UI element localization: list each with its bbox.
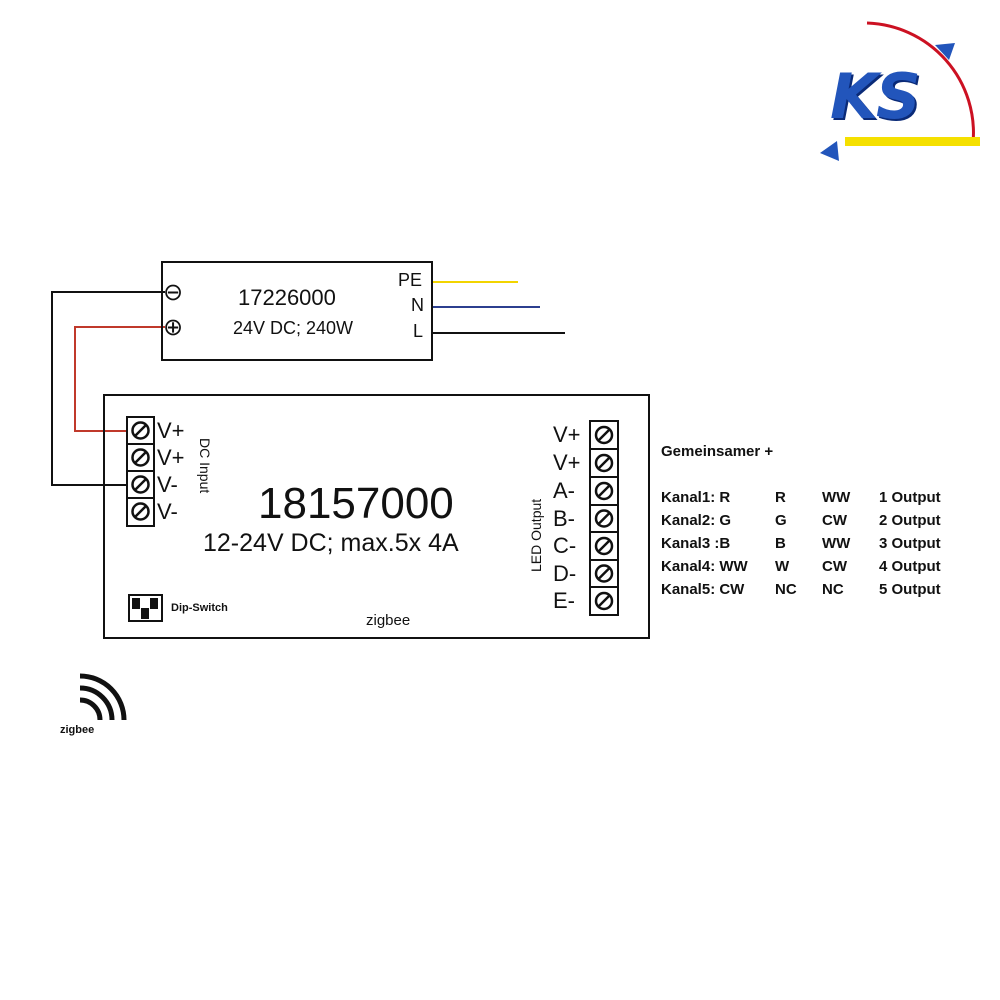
dip-switch-icon: [128, 594, 163, 622]
screw-icon: [594, 536, 614, 556]
table-cell: R: [775, 489, 786, 506]
table-cell: Kanal4: WW: [661, 558, 748, 575]
controller-model: 18157000: [258, 479, 454, 528]
table-cell: Kanal1: R: [661, 489, 731, 506]
input-terminal-label: V+: [157, 418, 185, 443]
table-cell: CW: [822, 512, 847, 529]
output-terminal-label: B-: [553, 506, 575, 531]
table-cell: 4 Output: [879, 558, 941, 575]
dc-input-label: DC Input: [197, 438, 213, 494]
dip-switch-label: Dip-Switch: [171, 602, 228, 614]
input-terminal-label: V-: [157, 472, 178, 497]
table-cell: 1 Output: [879, 489, 941, 506]
logo-stripe: [845, 137, 980, 146]
output-terminal-label: C-: [553, 533, 577, 558]
power-supply-rating: 24V DC; 240W: [233, 318, 354, 338]
output-terminal-block: [589, 420, 619, 616]
wire-negative: [51, 291, 165, 486]
logo-arrow-top: [935, 43, 955, 60]
led-output-label: LED Output: [528, 498, 544, 572]
power-supply-model: 17226000: [238, 285, 336, 310]
screw-icon: [131, 448, 150, 467]
logo-arc: [866, 21, 975, 144]
input-terminal-label: V+: [157, 445, 185, 470]
ks-logo: [820, 21, 980, 161]
controller-zigbee-label: zigbee: [366, 612, 411, 629]
pin-pe-label: PE: [398, 270, 423, 290]
controller-spec: 12-24V DC; max.5x 4A: [203, 529, 459, 557]
table-cell: NC: [822, 581, 844, 598]
table-cell: NC: [775, 581, 797, 598]
table-cell: CW: [822, 558, 847, 575]
output-terminal-label: A-: [553, 478, 575, 503]
screw-icon: [594, 564, 614, 583]
table-cell: Kanal3 :B: [661, 535, 731, 552]
wireless-label: zigbee: [60, 724, 95, 736]
table-cell: 5 Output: [879, 581, 941, 598]
pin-l-label: L: [413, 321, 424, 341]
pin-n-label: N: [411, 295, 424, 315]
screw-icon: [131, 475, 150, 494]
table-cell: 3 Output: [879, 535, 941, 552]
table-cell: 2 Output: [879, 512, 941, 529]
table-cell: W: [775, 558, 790, 575]
output-terminal-label: E-: [553, 588, 575, 613]
logo-arrow-bottom: [820, 141, 839, 161]
logo-text: KS: [830, 60, 921, 133]
table-cell: Kanal2: G: [661, 512, 732, 529]
table-cell: B: [775, 535, 786, 552]
screw-icon: [131, 421, 150, 440]
screw-icon: [131, 502, 150, 521]
input-terminal-label: V-: [157, 499, 178, 524]
screw-icon: [594, 481, 614, 501]
table-cell: WW: [822, 489, 851, 506]
screw-icon: [594, 453, 614, 473]
output-terminal-label: V+: [553, 422, 581, 447]
wireless-signal-icon: [79, 673, 127, 721]
output-terminal-label: D-: [553, 561, 577, 586]
power-supply-box: [161, 261, 433, 361]
table-title: Gemeinsamer +: [661, 443, 774, 460]
table-cell: Kanal5: CW: [661, 581, 745, 598]
plus-terminal-icon: ⊕: [163, 314, 184, 341]
wire-positive: [74, 326, 165, 432]
minus-terminal-icon: ⊖: [163, 279, 184, 306]
table-cell: G: [775, 512, 787, 529]
screw-icon: [594, 591, 614, 611]
screw-icon: [594, 425, 614, 445]
screw-icon: [594, 509, 614, 528]
table-cell: WW: [822, 535, 851, 552]
output-terminal-label: V+: [553, 450, 581, 475]
input-terminal-block: [126, 416, 155, 527]
controller-box: [103, 394, 650, 639]
